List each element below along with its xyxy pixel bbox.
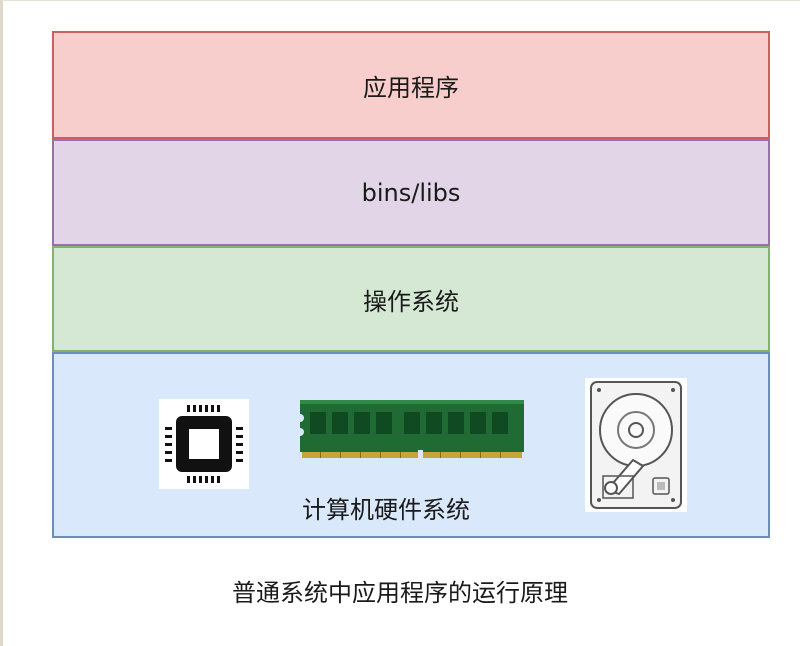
- layer-operating-system-label: 操作系统: [363, 287, 459, 316]
- diagram-caption: 普通系统中应用程序的运行原理: [232, 579, 568, 607]
- layer-hardware: 计算机硬件系统: [52, 352, 770, 538]
- layer-operating-system: 操作系统: [52, 246, 770, 352]
- ram-module-icon: [296, 400, 524, 462]
- layer-application: 应用程序: [52, 31, 770, 139]
- layer-hardware-label: 计算机硬件系统: [302, 496, 470, 524]
- hard-disk-icon: [585, 378, 687, 512]
- layer-bins-libs: bins/libs: [52, 139, 770, 246]
- cpu-chip-icon: [159, 399, 249, 489]
- layer-application-label: 应用程序: [363, 73, 459, 102]
- layer-bins-libs-label: bins/libs: [361, 178, 461, 207]
